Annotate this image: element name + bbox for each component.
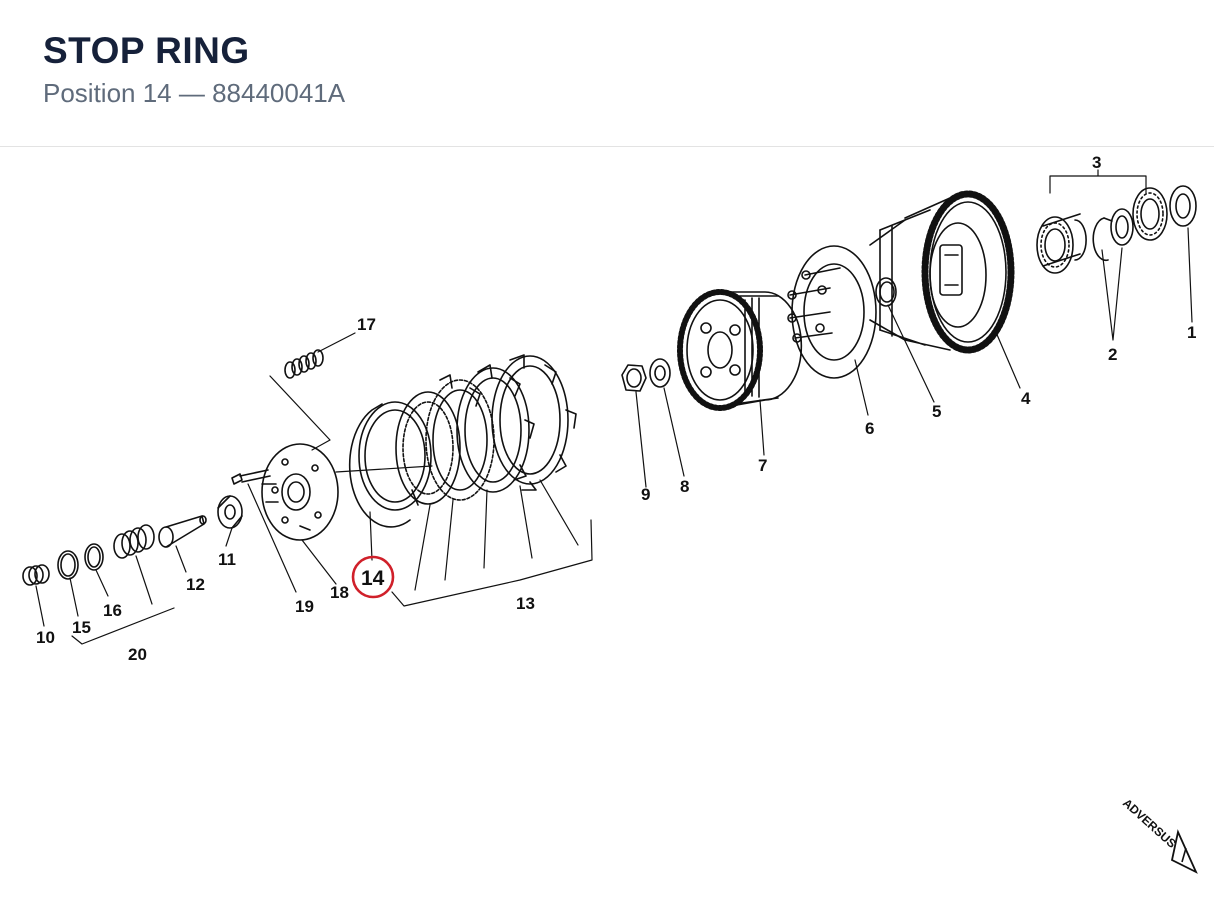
exploded-parts-diagram: 1 2 3 4 5 6 7 8 9 10 11 12 13 14 15 16 1… [0,147,1214,893]
page-header: STOP RING Position 14 — 88440041A [0,0,1214,147]
part-7-clutch-hub[interactable] [677,289,803,411]
callout-3: 3 [1092,153,1101,172]
callout-19: 19 [295,597,314,616]
callout-7: 7 [758,456,767,475]
part-5-thrust-washer[interactable] [879,281,895,303]
svg-text:ADVERSUS: ADVERSUS [1120,796,1179,851]
callout-4: 4 [1021,389,1031,408]
clutch-exploded-view: 1 2 3 4 5 6 7 8 9 10 11 12 13 14 15 16 1… [22,153,1198,874]
part-11-bearing[interactable] [217,495,243,529]
part-16-o-ring[interactable] [84,543,104,571]
callout-17: 17 [357,315,376,334]
part-8-washer[interactable] [649,358,671,388]
callout-8: 8 [680,477,689,496]
leader-lines [35,169,1193,645]
part-1-seal[interactable] [1169,185,1197,227]
part-4-clutch-housing[interactable] [869,190,1015,354]
highlight-circle [351,555,395,599]
part-12-push-rod[interactable] [158,515,207,548]
part-15-o-ring[interactable] [57,550,79,580]
part-20-piston-assembly[interactable] [113,524,155,559]
callout-1: 1 [1187,323,1196,342]
wire-ring [348,403,411,528]
part-3-bearing-set[interactable] [1036,187,1168,274]
part-14-stop-ring[interactable] [358,401,432,511]
callout-12: 12 [186,575,205,594]
part-subtitle: Position 14 — 88440041A [43,78,346,108]
part-13-clutch-plates[interactable] [395,354,577,505]
part-10-circlip[interactable] [22,564,50,586]
callout-13: 13 [516,594,535,613]
callout-10: 10 [36,628,55,647]
callout-20: 20 [128,645,147,664]
callout-2: 2 [1108,345,1117,364]
callout-14: 14 [361,567,385,590]
callout-11: 11 [218,550,236,569]
part-18-pressure-plate[interactable] [261,443,339,541]
part-9-nut[interactable] [621,364,647,392]
callout-15: 15 [72,618,91,637]
callout-16: 16 [103,601,122,620]
adversus-watermark: ADVERSUS [1120,796,1198,874]
part-19-screw[interactable] [231,469,271,485]
part-17-springs[interactable] [284,349,324,379]
part-2-circlips[interactable] [1092,208,1134,262]
part-6-plate-with-studs[interactable] [787,245,877,379]
callout-5: 5 [932,402,941,421]
callout-18: 18 [330,583,349,602]
callout-9: 9 [641,485,650,504]
page-title: STOP RING [43,30,250,71]
callout-6: 6 [865,419,874,438]
callout-labels: 1 2 3 4 5 6 7 8 9 10 11 12 13 14 15 16 1… [36,153,1196,664]
